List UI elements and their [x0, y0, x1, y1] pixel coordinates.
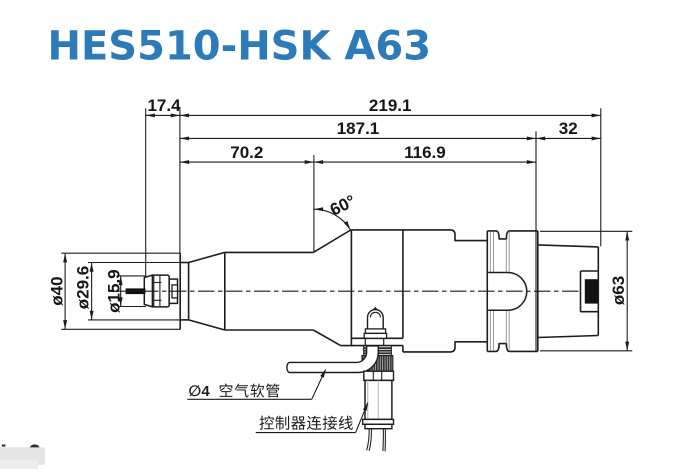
connector-cables: [366, 428, 386, 452]
fitting-dome: [366, 308, 384, 318]
page-title: HES510-HSK A63: [48, 23, 432, 69]
air-hose-label-prefix: ∅4: [189, 383, 211, 400]
controller-cable-label-cjk: [259, 415, 353, 430]
dim-body-length: 187.1: [337, 119, 380, 138]
air-hose-tube: [286, 345, 379, 374]
groove-rib-top: [487, 230, 538, 240]
arrowhead-icon: [304, 160, 314, 165]
arrowhead-icon: [526, 160, 536, 165]
dim-cone-angle: 60°: [327, 191, 359, 219]
cone-60deg-top: [312, 229, 352, 254]
hsk-taper-bottom: [537, 334, 599, 339]
arrowhead-icon: [625, 341, 630, 351]
cable-connector: [362, 370, 395, 452]
air-hose-callout: ∅4: [187, 367, 328, 400]
dim-dia-nose: ø40: [48, 276, 67, 305]
arrowhead-icon: [179, 136, 190, 141]
dim-holder-length: 32: [559, 119, 578, 138]
arrowhead-icon: [313, 160, 324, 165]
hsk-bore-block: [584, 279, 598, 304]
arrowhead-icon: [63, 320, 68, 330]
arrowhead-icon: [526, 136, 536, 141]
dim-dia-ring: ø29.6: [74, 266, 93, 309]
dim-nose-length: 70.2: [230, 143, 263, 162]
arrowhead-icon: [63, 253, 68, 263]
dim-collet-protrusion: 17.4: [147, 96, 181, 115]
air-fitting: [286, 306, 394, 374]
arrowhead-icon: [625, 231, 630, 241]
arrowhead-icon: [179, 160, 190, 165]
dim-overall-length: 219.1: [369, 96, 412, 115]
adjacent-image-fragment: [0, 444, 45, 469]
arrowhead-icon: [591, 113, 601, 118]
arrowhead-icon: [179, 113, 190, 118]
cone-60deg-bottom: [312, 329, 341, 346]
angle-dimension: 60°: [313, 191, 359, 231]
arrowhead-icon: [89, 310, 94, 320]
groove-rib-bottom: [487, 342, 538, 353]
diameter-dimension-lines: [61, 230, 633, 352]
hsk-taper-top: [537, 244, 599, 248]
dim-mid-length: 116.9: [404, 143, 446, 162]
arrowhead-icon: [591, 136, 601, 141]
extension-lines: [145, 108, 602, 352]
spindle-body: [179, 229, 600, 353]
arrowhead-icon: [536, 136, 546, 141]
arrowhead-icon: [313, 207, 324, 212]
air-hose-label-cjk: [219, 383, 280, 398]
dim-dia-body: ø63: [609, 276, 628, 305]
controller-cable-callout: [255, 401, 371, 434]
dim-dia-collet: ø15.9: [104, 269, 123, 312]
